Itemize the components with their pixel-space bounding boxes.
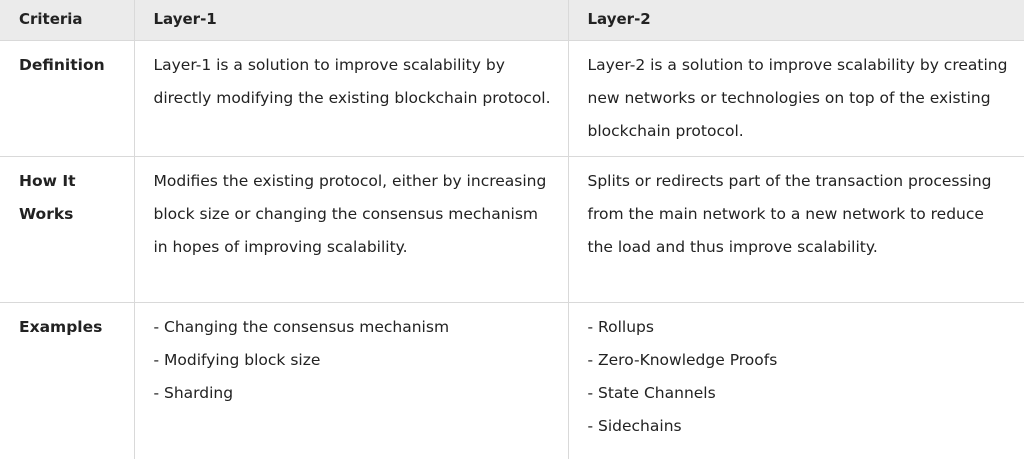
header-row: Criteria Layer-1 Layer-2 bbox=[0, 0, 1024, 41]
table-row-examples: Examples - Changing the consensus mechan… bbox=[0, 303, 1024, 459]
cell-text: Layer-1 is a solution to improve scalabi… bbox=[154, 49, 556, 115]
header-layer-1: Layer-1 bbox=[134, 0, 568, 41]
layer-1-cell-definition: Layer-1 is a solution to improve scalabi… bbox=[134, 41, 568, 157]
criteria-label: Examples bbox=[19, 311, 122, 344]
criteria-label: How It Works bbox=[19, 165, 122, 231]
list-item: - Rollups bbox=[588, 311, 1013, 344]
cell-text: Splits or redirects part of the transact… bbox=[588, 165, 1013, 264]
criteria-label: Definition bbox=[19, 49, 122, 82]
header-layer-1-label: Layer-1 bbox=[154, 0, 217, 39]
cell-text: Modifies the existing protocol, either b… bbox=[154, 165, 556, 264]
table-body: Definition Layer-1 is a solution to impr… bbox=[0, 41, 1024, 459]
header-layer-2: Layer-2 bbox=[568, 0, 1024, 41]
list-item: - Changing the consensus mechanism bbox=[154, 311, 556, 344]
list-item: - Sidechains bbox=[588, 410, 1013, 443]
layer-2-examples-list: - Rollups - Zero-Knowledge Proofs - Stat… bbox=[588, 311, 1013, 443]
list-item: - Zero-Knowledge Proofs bbox=[588, 344, 1013, 377]
layer-1-cell-examples: - Changing the consensus mechanism - Mod… bbox=[134, 303, 568, 459]
header-criteria: Criteria bbox=[0, 0, 134, 41]
criteria-cell-definition: Definition bbox=[0, 41, 134, 157]
layer-1-examples-list: - Changing the consensus mechanism - Mod… bbox=[154, 311, 556, 410]
list-item: - Sharding bbox=[154, 377, 556, 410]
header-criteria-label: Criteria bbox=[19, 0, 83, 39]
table-header: Criteria Layer-1 Layer-2 bbox=[0, 0, 1024, 41]
layer-1-cell-how-it-works: Modifies the existing protocol, either b… bbox=[134, 157, 568, 303]
cell-text: Layer-2 is a solution to improve scalabi… bbox=[588, 49, 1013, 148]
layer-2-cell-how-it-works: Splits or redirects part of the transact… bbox=[568, 157, 1024, 303]
layer-2-cell-definition: Layer-2 is a solution to improve scalabi… bbox=[568, 41, 1024, 157]
criteria-cell-how-it-works: How It Works bbox=[0, 157, 134, 303]
header-layer-2-label: Layer-2 bbox=[588, 0, 651, 39]
table-row-definition: Definition Layer-1 is a solution to impr… bbox=[0, 41, 1024, 157]
table-row-how-it-works: How It Works Modifies the existing proto… bbox=[0, 157, 1024, 303]
list-item: - Modifying block size bbox=[154, 344, 556, 377]
layer-2-cell-examples: - Rollups - Zero-Knowledge Proofs - Stat… bbox=[568, 303, 1024, 459]
criteria-cell-examples: Examples bbox=[0, 303, 134, 459]
list-item: - State Channels bbox=[588, 377, 1013, 410]
